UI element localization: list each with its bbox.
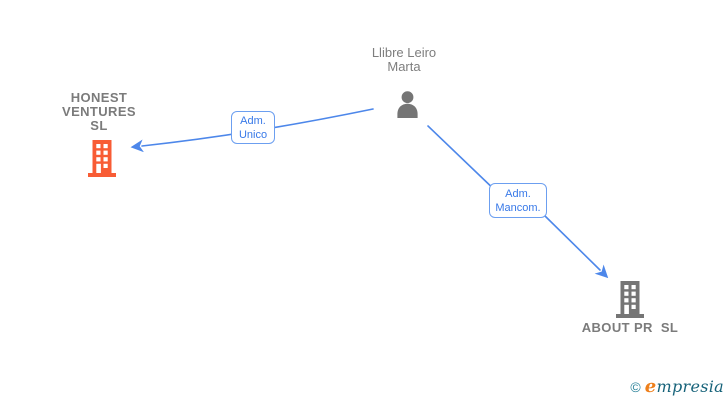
person-name-line1: Llibre Leiro (371, 45, 437, 60)
person-icon (397, 91, 418, 118)
empresia-logo-initial: e (644, 376, 657, 397)
edge-adm-mancom-lower (543, 214, 609, 279)
company-honest-line2: VENTURES (62, 104, 136, 119)
building-icon (88, 140, 116, 177)
edge-label-adm-unico[interactable]: Adm. Unico (231, 111, 275, 144)
person-name: Llibre Leiro Marta (344, 46, 464, 74)
empresia-watermark: © empresia (630, 376, 724, 397)
edge-adm-mancom-upper (427, 125, 501, 196)
company-about-node[interactable] (616, 281, 644, 318)
company-about-name: ABOUT PR SL (581, 320, 679, 335)
empresia-logo-text: empresia (645, 376, 724, 397)
company-honest-node[interactable] (88, 140, 116, 177)
copyright-icon: © (630, 379, 641, 395)
edge-label-adm-unico-line1: Adm. (240, 114, 266, 127)
person-name-line2: Marta (387, 59, 421, 74)
edge-label-adm-unico-line2: Unico (238, 128, 268, 141)
edge-label-adm-mancom[interactable]: Adm. Mancom. (489, 183, 547, 218)
company-honest-line3: SL (90, 118, 108, 133)
empresia-logo-rest: mpresia (656, 377, 724, 396)
company-honest-name: HONEST VENTURES SL (39, 91, 159, 133)
company-honest-line1: HONEST (70, 90, 128, 105)
person-node[interactable] (395, 91, 420, 118)
edge-label-adm-mancom-line1: Adm. (505, 187, 531, 200)
building-icon (616, 281, 644, 318)
edge-label-adm-mancom-line2: Mancom. (495, 201, 541, 214)
